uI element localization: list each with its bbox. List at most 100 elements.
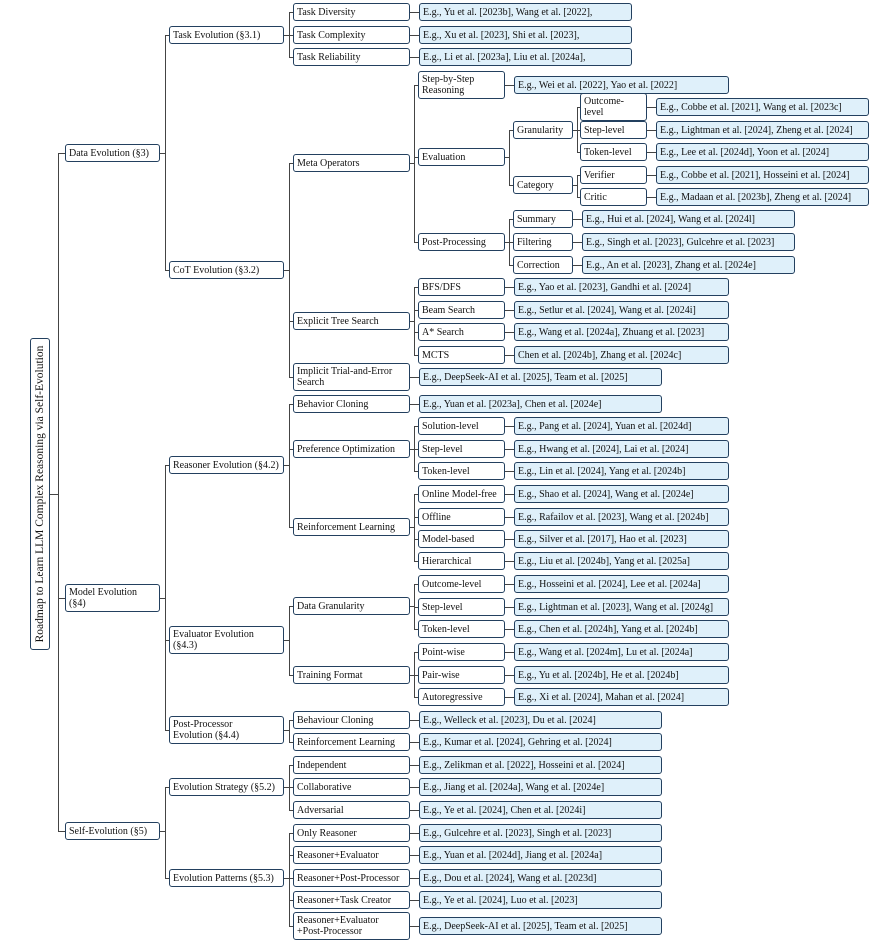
connector-line (414, 539, 418, 541)
node-evaluation: Evaluation (418, 148, 505, 166)
connector-line (410, 833, 419, 835)
node-reasoner-evaluator-post-processor: Reasoner+Evaluator +Post-Processor (293, 912, 410, 940)
node-online-model-free: Online Model-free (418, 485, 505, 503)
connector-line (58, 153, 60, 831)
connector-line (165, 640, 169, 642)
connector-line (50, 494, 58, 496)
node-independent: Independent (293, 756, 410, 774)
reference-list: E.g., Singh et al. [2023], Gulcehre et a… (582, 233, 795, 251)
reference-list: E.g., Yao et al. [2023], Gandhi et al. [… (514, 278, 729, 296)
connector-line (165, 465, 169, 467)
connector-line (414, 287, 418, 289)
node-evaluator-evolution-4-3: Evaluator Evolution (§4.3) (169, 626, 284, 654)
root-node: Roadmap to Learn LLM Complex Reasoning v… (30, 338, 50, 650)
node-data-evolution-3: Data Evolution (§3) (65, 144, 160, 162)
connector-line (289, 720, 293, 722)
node-data-granularity: Data Granularity (293, 597, 410, 615)
connector-line (505, 426, 514, 428)
connector-line (647, 130, 656, 132)
connector-line (505, 584, 514, 586)
reference-list: E.g., Ye et al. [2024], Luo et al. [2023… (419, 891, 662, 909)
connector-line (165, 465, 167, 730)
node-reinforcement-learning: Reinforcement Learning (293, 733, 410, 751)
node-step-level: Step-level (580, 121, 647, 139)
connector-line (414, 607, 418, 609)
node-preference-optimization: Preference Optimization (293, 440, 410, 458)
node-token-level: Token-level (580, 143, 647, 161)
connector-line (410, 878, 419, 880)
reference-list: E.g., Lin et al. [2024], Yang et al. [20… (514, 462, 729, 480)
node-implicit-trial-and-error-search: Implicit Trial-and-Error Search (293, 363, 410, 391)
reference-list: E.g., Dou et al. [2024], Wang et al. [20… (419, 869, 662, 887)
connector-line (58, 831, 65, 833)
connector-line (410, 57, 419, 59)
node-meta-operators: Meta Operators (293, 154, 410, 172)
connector-line (410, 787, 419, 789)
connector-line (165, 35, 167, 270)
reference-list: E.g., Yuan et al. [2024d], Jiang et al. … (419, 846, 662, 864)
reference-list: E.g., Hui et al. [2024], Wang et al. [20… (582, 210, 795, 228)
connector-line (509, 219, 513, 221)
connector-line (410, 855, 419, 857)
node-autoregressive: Autoregressive (418, 688, 505, 706)
connector-line (58, 153, 65, 155)
connector-line (509, 265, 513, 267)
connector-line (414, 584, 416, 629)
connector-line (165, 730, 169, 732)
connector-line (509, 130, 513, 132)
reference-list: E.g., Setlur et al. [2024], Wang et al. … (514, 301, 729, 319)
connector-line (577, 175, 580, 177)
connector-line (505, 675, 514, 677)
connector-line (505, 310, 514, 312)
connector-line (414, 355, 418, 357)
reference-list: E.g., An et al. [2023], Zhang et al. [20… (582, 256, 795, 274)
connector-line (289, 900, 293, 902)
connector-line (505, 85, 514, 87)
connector-line (289, 720, 291, 742)
connector-line (414, 242, 418, 244)
reference-list: E.g., Yuan et al. [2023a], Chen et al. [… (419, 395, 662, 413)
reference-list: E.g., DeepSeek-AI et al. [2025], Team et… (419, 368, 662, 386)
connector-line (414, 310, 418, 312)
connector-line (414, 494, 418, 496)
connector-line (647, 152, 656, 154)
connector-line (410, 321, 414, 323)
connector-line (410, 675, 414, 677)
connector-line (289, 527, 293, 529)
reference-list: E.g., Jiang et al. [2024a], Wang et al. … (419, 778, 662, 796)
connector-line (410, 12, 419, 14)
connector-line (414, 584, 418, 586)
connector-line (505, 471, 514, 473)
connector-line (505, 449, 514, 451)
node-model-based: Model-based (418, 530, 505, 548)
reference-list: E.g., Li et al. [2023a], Liu et al. [202… (419, 48, 632, 66)
connector-line (414, 332, 418, 334)
connector-line (289, 606, 291, 675)
node-explicit-tree-search: Explicit Tree Search (293, 312, 410, 330)
connector-line (577, 152, 580, 154)
connector-line (284, 465, 289, 467)
node-bfs-dfs: BFS/DFS (418, 278, 505, 296)
connector-line (410, 377, 419, 379)
connector-line (505, 157, 509, 159)
reference-list: E.g., Wei et al. [2022], Yao et al. [202… (514, 76, 729, 94)
reference-list: E.g., Shao et al. [2024], Wang et al. [2… (514, 485, 729, 503)
connector-line (573, 265, 582, 267)
node-mcts: MCTS (418, 346, 505, 364)
connector-line (647, 197, 656, 199)
reference-list: Chen et al. [2024b], Zhang et al. [2024c… (514, 346, 729, 364)
node-pair-wise: Pair-wise (418, 666, 505, 684)
connector-line (410, 765, 419, 767)
connector-line (577, 197, 580, 199)
node-behaviour-cloning: Behaviour Cloning (293, 711, 410, 729)
node-model-evolution-4: Model Evolution (§4) (65, 584, 160, 612)
connector-line (160, 598, 165, 600)
connector-line (414, 652, 418, 654)
connector-line (289, 163, 293, 165)
node-outcome-level: Outcome-level (580, 93, 647, 121)
connector-line (410, 163, 414, 165)
reference-list: E.g., Yu et al. [2024b], He et al. [2024… (514, 666, 729, 684)
connector-line (410, 35, 419, 37)
reference-list: E.g., Cobbe et al. [2021], Wang et al. [… (656, 98, 869, 116)
reference-list: E.g., Zelikman et al. [2022], Hosseini e… (419, 756, 662, 774)
